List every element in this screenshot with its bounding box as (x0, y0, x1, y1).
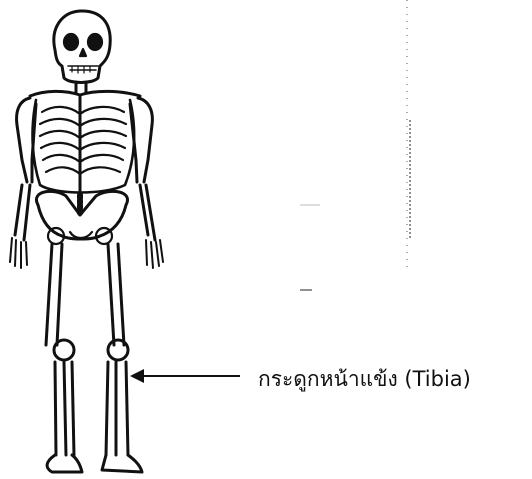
tibia-label: กระดูกหน้าแข้ง (Tibia) (258, 363, 471, 396)
left-kneecap (54, 340, 74, 360)
pointer-arrow (130, 369, 240, 383)
ribcage (33, 96, 135, 195)
clavicles (30, 91, 140, 96)
skull (54, 11, 110, 83)
feet (47, 455, 142, 472)
skeleton-figure (10, 11, 163, 472)
scan-artifacts (300, 0, 410, 290)
right-kneecap (108, 340, 128, 360)
lower-legs (55, 362, 128, 455)
femurs (46, 244, 124, 345)
